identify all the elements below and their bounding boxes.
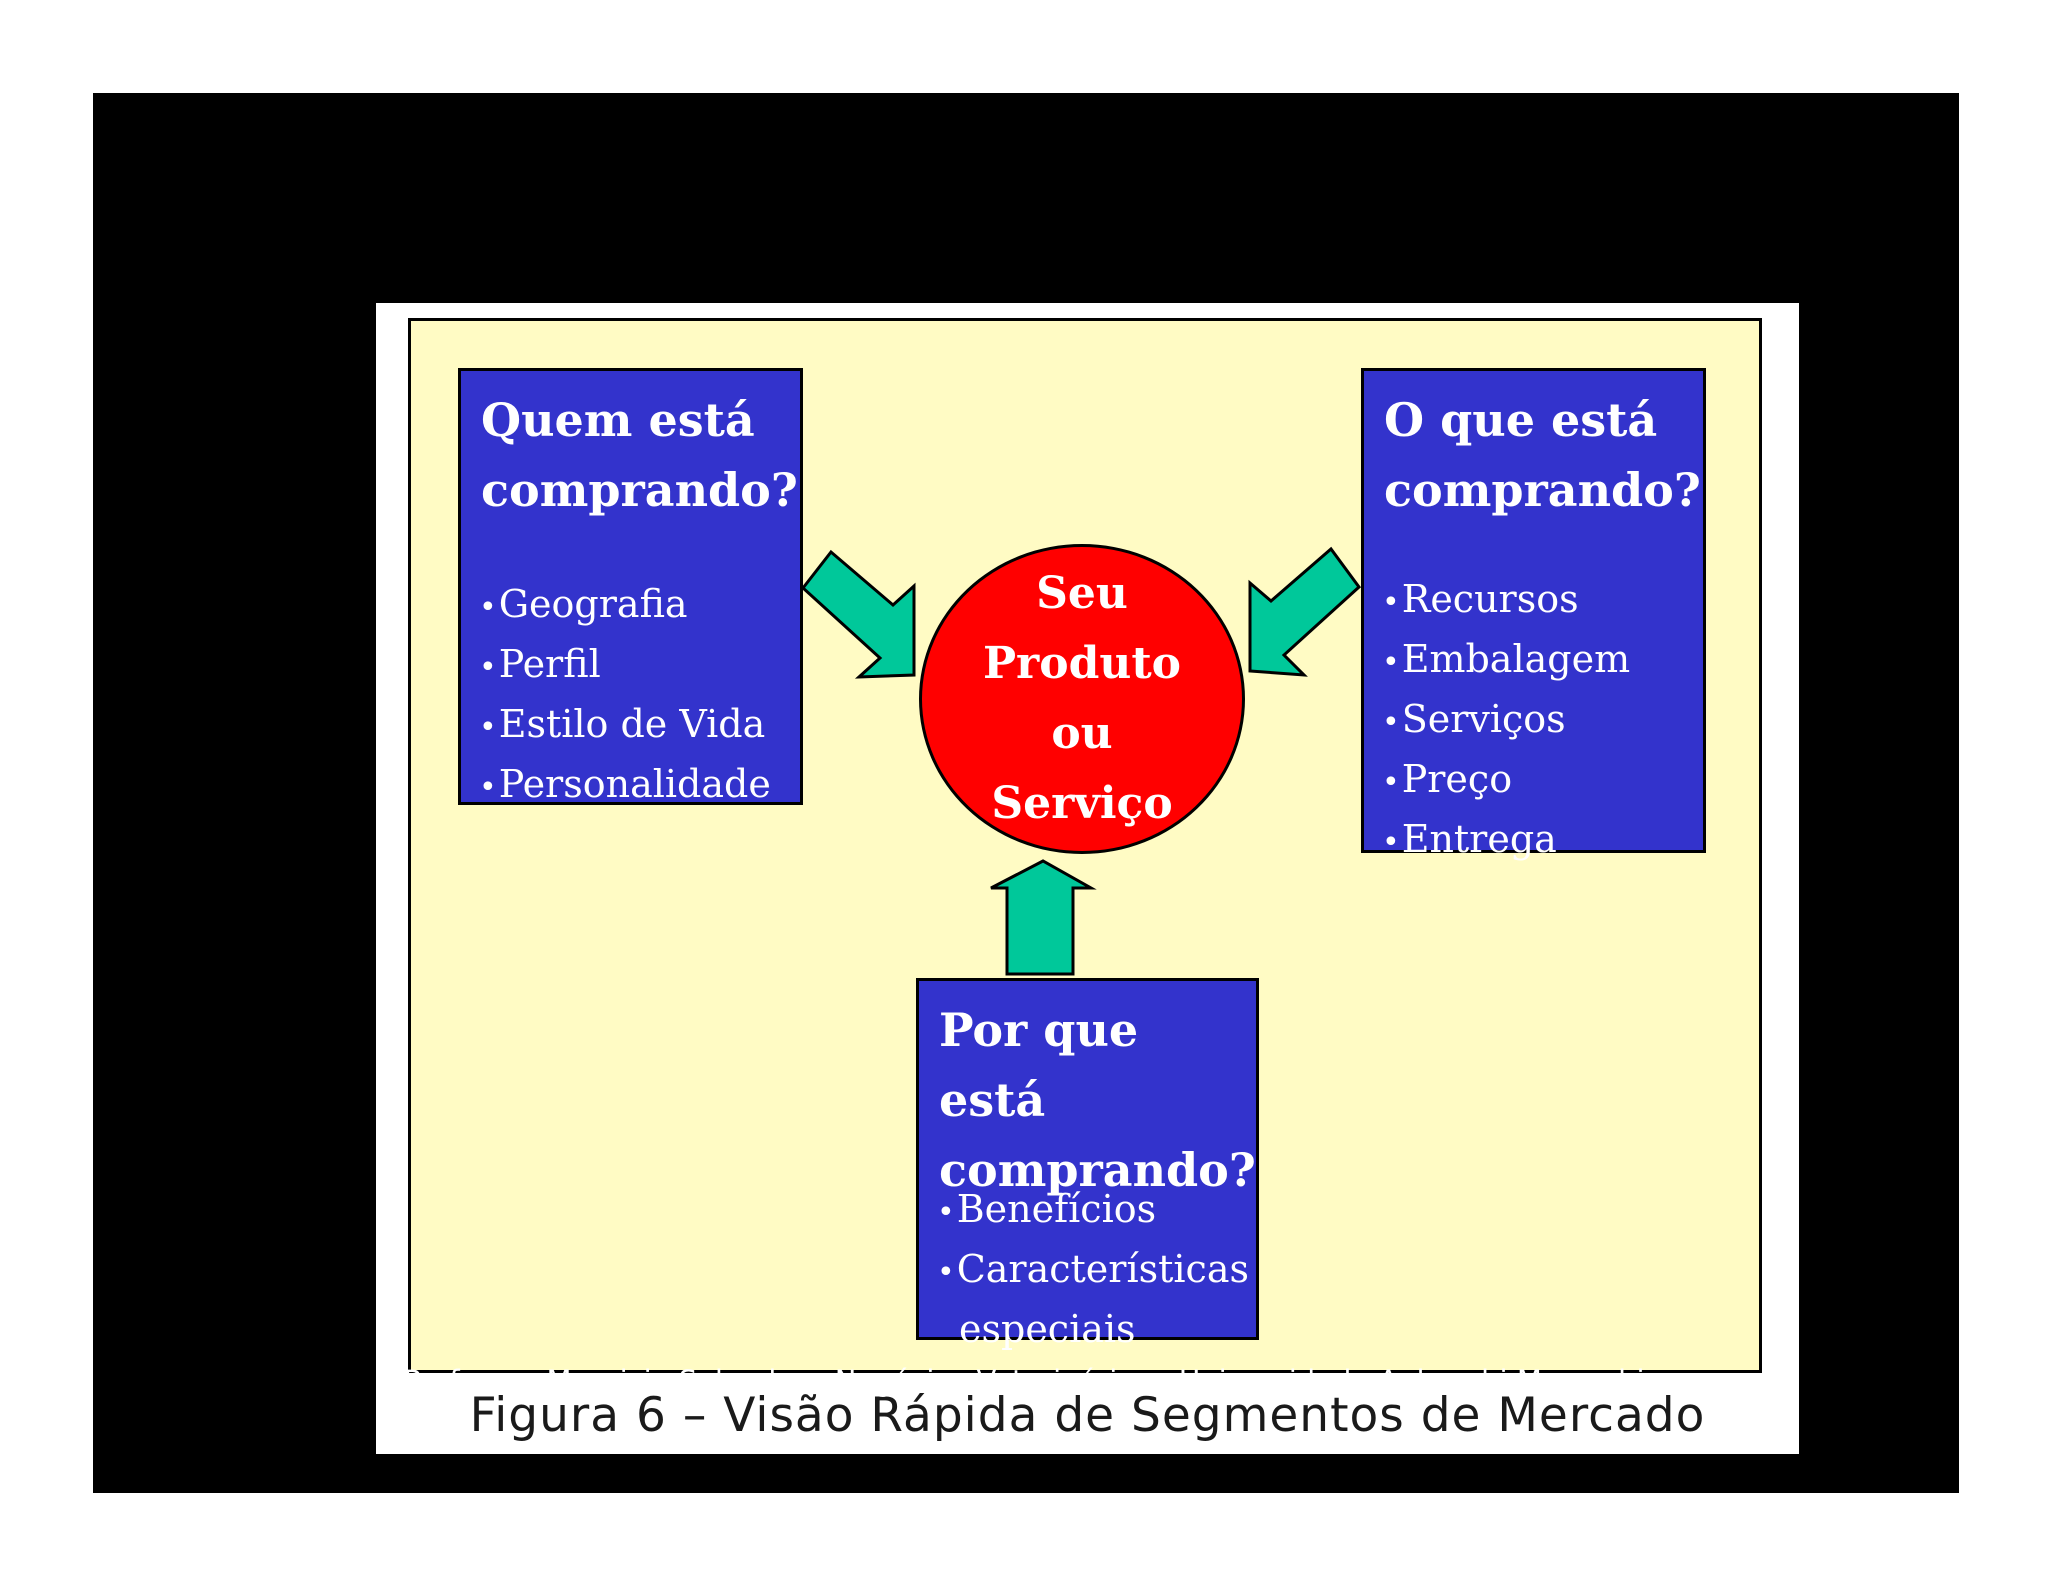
product-or-service-circle: Seu Produto ou Serviço: [919, 544, 1245, 854]
list-item: Personalidade: [479, 756, 792, 816]
what-title-line2: comprando?: [1384, 463, 1701, 517]
arrow-up-icon: [990, 859, 1097, 976]
list-item: Estilo de Vida: [479, 696, 792, 756]
who-title-line2: comprando?: [481, 463, 798, 517]
list-item: Benefícios: [937, 1181, 1248, 1241]
why-box-title: Por que está comprando?: [939, 995, 1256, 1205]
what-box-title: O que está comprando?: [1384, 385, 1701, 525]
circle-line3: ou: [1051, 708, 1113, 759]
why-criteria-list: Benefícios Características especiais: [937, 1181, 1249, 1361]
what-is-bought-box: O que está comprando? Recursos Embalagem…: [1361, 368, 1706, 861]
list-item: Perfil: [479, 636, 792, 696]
figure-panel: Quem está comprando? Geografia Perfil Es…: [376, 303, 1799, 1454]
list-item: Entrega: [1382, 811, 1695, 871]
why-buying-box: Por que está comprando? Benefícios Carac…: [916, 978, 1259, 1351]
list-item: Características: [937, 1241, 1249, 1301]
who-title-line1: Quem está: [481, 393, 755, 447]
who-box-title: Quem está comprando?: [481, 385, 798, 525]
circle-line4: Serviço: [991, 778, 1173, 829]
list-item: especiais: [959, 1307, 1136, 1351]
list-item: Serviços: [1382, 691, 1695, 751]
who-is-buying-box: Quem está comprando? Geografia Perfil Es…: [458, 368, 803, 806]
list-item: Geografia: [479, 576, 792, 636]
why-title-line1: Por que está: [939, 1003, 1139, 1127]
diagram-area: Quem está comprando? Geografia Perfil Es…: [408, 318, 1762, 1373]
circle-line1: Seu: [1036, 568, 1128, 619]
arrows-layer: [800, 546, 1362, 976]
slide: Quem está comprando? Geografia Perfil Es…: [93, 93, 1959, 1493]
circle-line2: Produto: [982, 638, 1182, 689]
figure-caption: Figura 6 – Visão Rápida de Segmentos de …: [469, 1388, 1706, 1443]
slide-footer: Professor Mauricio Salvador - Negócios V…: [403, 1364, 1645, 1398]
what-title-line1: O que está: [1384, 393, 1658, 447]
what-criteria-list: Recursos Embalagem Serviços Preço Entreg…: [1382, 571, 1695, 871]
list-item: Preço: [1382, 751, 1695, 811]
arrow-left-icon: [800, 549, 916, 679]
list-item: Recursos: [1382, 571, 1695, 631]
who-criteria-list: Geografia Perfil Estilo de Vida Personal…: [479, 576, 792, 816]
arrow-right-icon: [1248, 546, 1362, 677]
list-item: Embalagem: [1382, 631, 1695, 691]
